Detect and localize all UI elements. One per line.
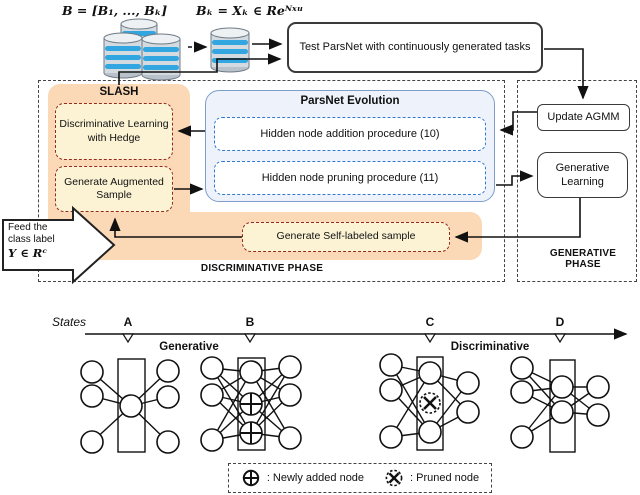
state-b-marker [243, 333, 257, 344]
legend-box: : Newly added node : Pruned node [228, 463, 492, 493]
self-labeled-sample-box: Generate Self-labeled sample [242, 222, 450, 252]
database-stack-icon [103, 18, 181, 81]
discriminative-phase-label: DISCRIMINATIVE PHASE [200, 263, 324, 274]
database-icon [210, 27, 250, 73]
hedge-box: Discriminative Learning with Hedge [55, 103, 173, 160]
pruned-node-icon [385, 469, 403, 487]
network-state-c [379, 353, 480, 451]
node-pruning-box: Hidden node pruning procedure (11) [214, 161, 486, 195]
network-state-a [80, 358, 180, 454]
slash-title: SLASH [99, 86, 139, 98]
state-a-marker [121, 333, 135, 344]
discriminative-timeline-label: Discriminative [450, 341, 530, 353]
augmented-sample-box: Generate Augmented Sample [55, 166, 173, 212]
network-state-d [510, 356, 610, 453]
newly-added-node-marks [240, 393, 262, 444]
generative-timeline-label: Generative [159, 341, 219, 353]
update-agmm-box: Update AGMM [537, 104, 630, 131]
test-parsnet-box: Test ParsNet with continuously generated… [287, 22, 543, 73]
state-b-label: B [245, 315, 255, 329]
network-state-b [200, 355, 302, 452]
newly-added-node-icon [242, 469, 260, 487]
task-formula: Bₖ = Xₖ ∈ Reᴺˣᵘ [196, 3, 304, 18]
batch-formula: B = [B₁, ..., Bₖ] [62, 3, 168, 18]
feed-label-line1: Feed the [8, 222, 48, 233]
feed-label-line2: class label [8, 234, 55, 245]
generative-phase-label: GENERATIVE PHASE [549, 248, 617, 270]
generative-learning-box: Generative Learning [537, 152, 628, 198]
node-addition-box: Hidden node addition procedure (10) [214, 117, 486, 151]
parsnet-evolution-title: ParsNet Evolution [300, 95, 400, 107]
state-c-label: C [425, 315, 435, 329]
pruned-node-mark [419, 392, 441, 414]
state-d-label: D [555, 315, 565, 329]
states-label: States [52, 315, 87, 329]
legend-pruned-label: : Pruned node [410, 472, 480, 484]
legend-added-label: : Newly added node [266, 472, 365, 484]
feed-label-formula: Y ∈ Rᶜ [8, 246, 48, 260]
state-a-label: A [123, 315, 133, 329]
